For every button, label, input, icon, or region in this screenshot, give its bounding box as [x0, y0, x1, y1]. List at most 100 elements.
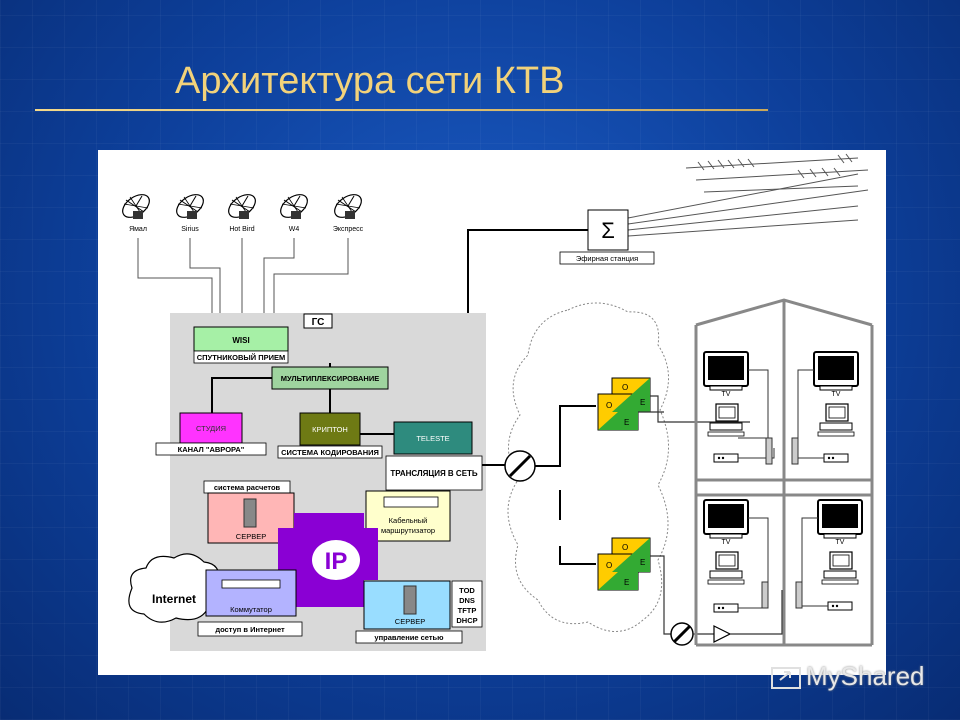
slide-title: Архитектура сети КТВ: [175, 60, 565, 102]
gs-label: ГС: [312, 317, 325, 328]
net-service-label: DHCP: [456, 616, 477, 625]
wisi-label: WISI: [232, 336, 249, 345]
tv-label: TV: [832, 391, 841, 398]
apartment-top-right: TV: [791, 351, 859, 465]
teleste-label: TELESTE: [416, 434, 449, 443]
watermark: MyShared: [770, 660, 925, 692]
tv-label: TV: [836, 539, 845, 546]
coax-line: [730, 590, 783, 635]
studio-box: [179, 412, 243, 444]
node-o-label: O: [622, 543, 628, 552]
tv-icon: [817, 499, 863, 539]
cable-router-label-1: Кабельный: [389, 516, 428, 525]
coax-line: [650, 395, 750, 423]
satellite-feed-lines: [137, 238, 349, 327]
modem-icon: [713, 603, 739, 613]
internet-label: Internet: [152, 592, 196, 606]
node-o-label: O: [622, 383, 628, 392]
modem-icon: [713, 453, 739, 463]
gs-label-box: [303, 313, 333, 329]
channel-label: КАНАЛ "АВРОРА": [178, 445, 245, 454]
tv-icon: [703, 499, 749, 539]
watermark-text: MyShared: [806, 660, 925, 691]
multiplexing-label: МУЛЬТИПЛЕКСИРОВАНИЕ: [281, 374, 379, 383]
network-diagram: Ямал Sirius Hot Bird W4 Экспресс Σ Эфирн…: [117, 153, 874, 651]
satellite-reception-box: [193, 350, 289, 364]
node-e-label: E: [624, 578, 629, 587]
tv-label: TV: [722, 391, 731, 398]
network-management-box: [355, 630, 463, 644]
air-station-label: Эфирная станция: [576, 254, 638, 263]
node-e-label: E: [640, 558, 645, 567]
mux-to-studio-line: [211, 377, 272, 413]
tv-label: TV: [722, 539, 731, 546]
coupler-bar: [508, 454, 532, 478]
computer-icon: [821, 551, 859, 585]
server-icon: [243, 498, 257, 528]
node-o-label: O: [606, 561, 612, 570]
internet-access-box: [197, 621, 303, 637]
ip-bubble: [312, 540, 360, 580]
net-services-box: [451, 580, 483, 628]
net-service-label: TFTP: [458, 606, 477, 615]
satellite-reception-label: СПУТНИКОВЫЙ ПРИЕМ: [197, 353, 286, 362]
satellite-label: W4: [289, 226, 300, 233]
trunk-line-top: [535, 405, 596, 467]
channel-box: [155, 442, 267, 456]
studio-label: СТУДИЯ: [196, 424, 226, 433]
management-server-label: СЕРВЕР: [395, 617, 425, 626]
apartment-top-left: TV: [703, 351, 775, 465]
building: [694, 298, 874, 647]
kripton-box: [299, 412, 361, 446]
billing-label: система расчетов: [214, 483, 281, 492]
satellite-dish-icon: [329, 189, 367, 223]
share-icon: [771, 667, 801, 689]
sigma-box: [587, 209, 629, 251]
antenna-array: [685, 153, 869, 193]
modem-icon: [827, 601, 853, 611]
network-management-label: управление сетью: [374, 633, 444, 642]
internet-access-label: доступ в Интернет: [215, 625, 285, 634]
kripton-label: КРИПТОН: [312, 425, 348, 434]
net-service-label: TOD: [459, 586, 475, 595]
trunk-line-bottom: [559, 546, 596, 565]
broadcast-box: [385, 455, 483, 491]
node-e-label: E: [624, 418, 629, 427]
air-station-label-box: [559, 251, 655, 265]
sigma-symbol: Σ: [601, 218, 615, 243]
coax-line: [650, 555, 674, 635]
amplifier-icon: [713, 625, 732, 643]
satellite-dish-icon: [275, 189, 313, 223]
teleste-box: [393, 421, 473, 455]
coding-system-label: СИСТЕМА КОДИРОВАНИЯ: [281, 448, 379, 457]
satellite-label: Экспресс: [333, 226, 364, 233]
computer-icon: [707, 403, 745, 437]
apartment-bottom-right: TV: [795, 499, 863, 611]
net-service-label: DNS: [459, 596, 475, 605]
title-underline: [35, 109, 768, 111]
tap-bar: [672, 624, 692, 644]
optical-node-top: O O E E: [597, 377, 651, 431]
switch-icon: [221, 579, 281, 589]
satellite-label: Hot Bird: [229, 226, 254, 233]
antenna-feed-lines: [627, 173, 869, 237]
broadcast-label: ТРАНСЛЯЦИЯ В СЕТЬ: [390, 469, 478, 478]
ip-label: IP: [325, 548, 348, 575]
satellite-dish-icon: [223, 189, 261, 223]
server-icon: [403, 585, 417, 615]
cable-router-label-2: маршрутизатор: [381, 526, 435, 535]
computer-icon: [817, 403, 855, 437]
switch-box: [205, 569, 297, 617]
satellite-dish-icon: [117, 189, 155, 223]
tv-icon: [703, 351, 749, 391]
computer-icon: [707, 551, 745, 585]
router-icon: [383, 496, 439, 508]
node-o-label: O: [606, 401, 612, 410]
modem-icon: [823, 453, 849, 463]
satellite-label: Ямал: [129, 226, 147, 233]
satellite-dish-icon: [171, 189, 209, 223]
optical-node-bottom: O O E E: [597, 537, 651, 591]
tv-icon: [813, 351, 859, 391]
apartment-bottom-left: TV: [703, 499, 769, 613]
billing-server-label: СЕРВЕР: [236, 532, 266, 541]
